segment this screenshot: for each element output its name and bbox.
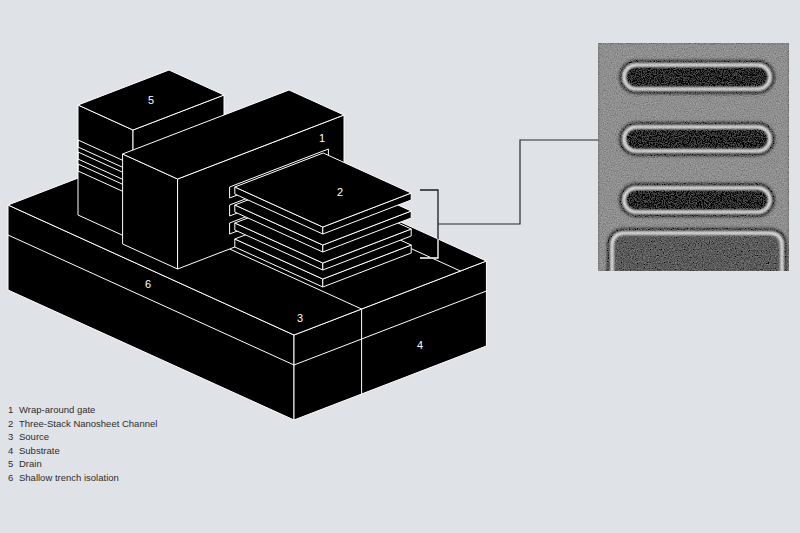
callout-number: 4 — [417, 340, 423, 351]
micrograph — [598, 43, 789, 271]
sheet-cross-section — [624, 127, 770, 151]
leader-line — [438, 140, 598, 224]
legend-text: Shallow trench isolation — [19, 473, 119, 483]
legend-number: 1 — [8, 405, 13, 415]
legend-text: Wrap-around gate — [19, 405, 95, 415]
callout-number: 1 — [319, 133, 325, 144]
sheet-halo — [624, 127, 770, 151]
callout-number: 6 — [145, 279, 151, 290]
bracket — [420, 190, 438, 258]
legend-text: Three-Stack Nanosheet Channel — [19, 419, 157, 429]
fin-cross-section — [612, 233, 782, 271]
nanosheet-top — [235, 153, 411, 227]
source-boundary — [361, 309, 362, 394]
legend-text: Substrate — [19, 446, 60, 456]
legend-number: 3 — [8, 432, 13, 442]
sheet-cross-section — [624, 65, 770, 89]
sheet-halo — [624, 65, 770, 89]
drain-top-face — [78, 70, 224, 130]
callout-number: 3 — [297, 313, 303, 324]
legend-text: Source — [19, 432, 49, 442]
callout-number: 2 — [337, 187, 343, 198]
sheet-cross-section — [624, 188, 770, 212]
legend-text: Drain — [19, 459, 42, 469]
legend-number: 6 — [8, 473, 13, 483]
fin-halo — [612, 233, 782, 271]
legend-number: 4 — [8, 446, 13, 456]
bracket — [420, 190, 438, 258]
isolation-line — [294, 291, 486, 365]
legend-number: 2 — [8, 419, 13, 429]
callout-number: 5 — [148, 95, 154, 106]
legend-number: 5 — [8, 459, 13, 469]
sheet-halo — [624, 188, 770, 212]
